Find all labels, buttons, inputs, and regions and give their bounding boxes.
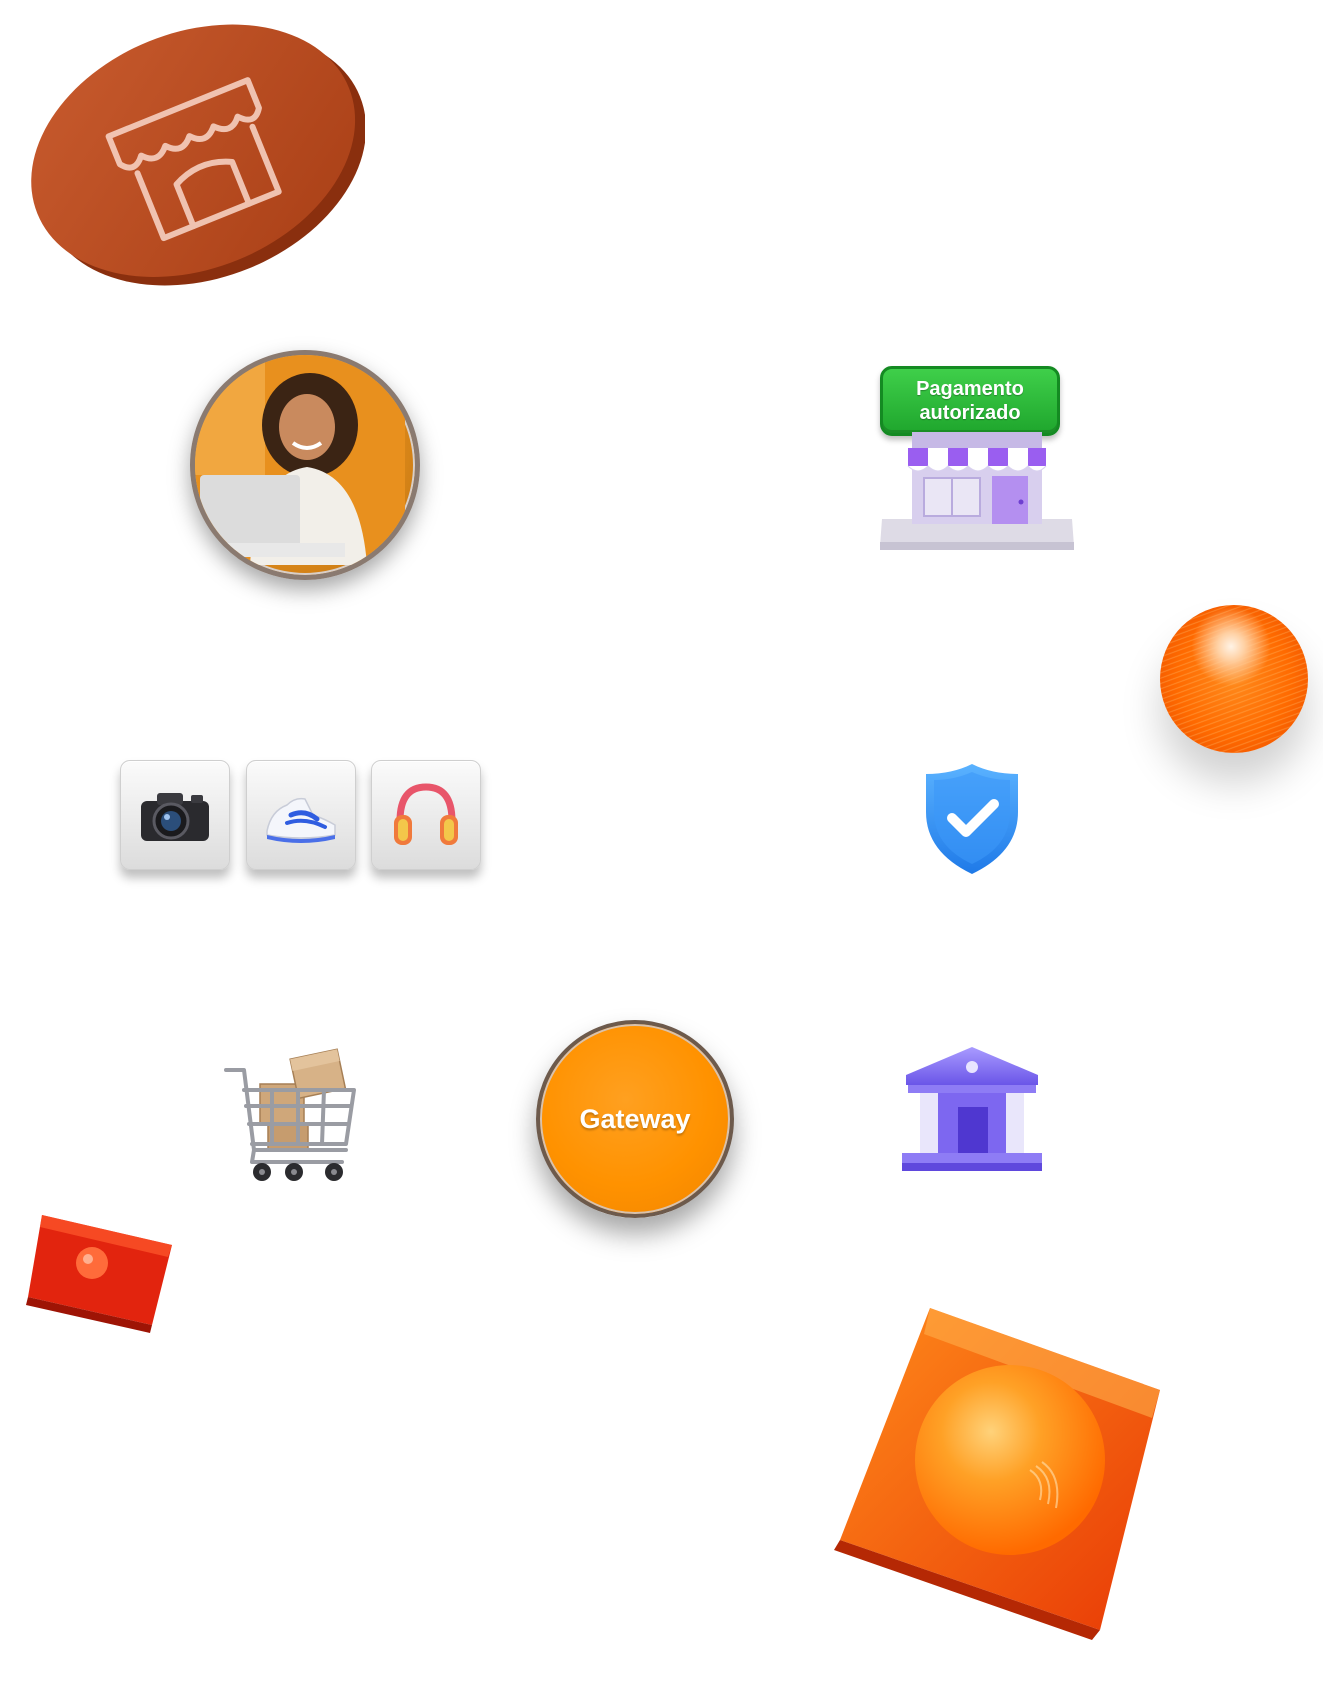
product-tile-camera[interactable] bbox=[120, 760, 230, 870]
bank-building-icon bbox=[902, 1045, 1042, 1175]
product-tile-sneaker[interactable] bbox=[246, 760, 356, 870]
badge-line-2: autorizado bbox=[919, 402, 1021, 424]
red-cube-decoration bbox=[22, 1205, 172, 1345]
badge-line-1: Pagamento bbox=[916, 378, 1024, 400]
brand-coin-icon bbox=[25, 0, 367, 300]
orange-sphere-decoration bbox=[1160, 605, 1308, 753]
store-authorized-payment: Pagamento autorizado bbox=[872, 362, 1092, 562]
gateway-button[interactable]: Gateway bbox=[536, 1020, 734, 1218]
storefront-icon bbox=[880, 432, 1074, 550]
user-avatar-photo bbox=[190, 350, 420, 580]
shopping-cart-icon bbox=[222, 1040, 362, 1185]
orange-cube-decoration bbox=[830, 1300, 1190, 1640]
sneaker-icon bbox=[266, 797, 336, 843]
product-tile-headphones[interactable] bbox=[371, 760, 481, 870]
shield-check-icon bbox=[920, 760, 1024, 878]
camera-icon bbox=[141, 793, 209, 841]
headphones-icon bbox=[394, 783, 458, 845]
gateway-label: Gateway bbox=[579, 1103, 691, 1134]
